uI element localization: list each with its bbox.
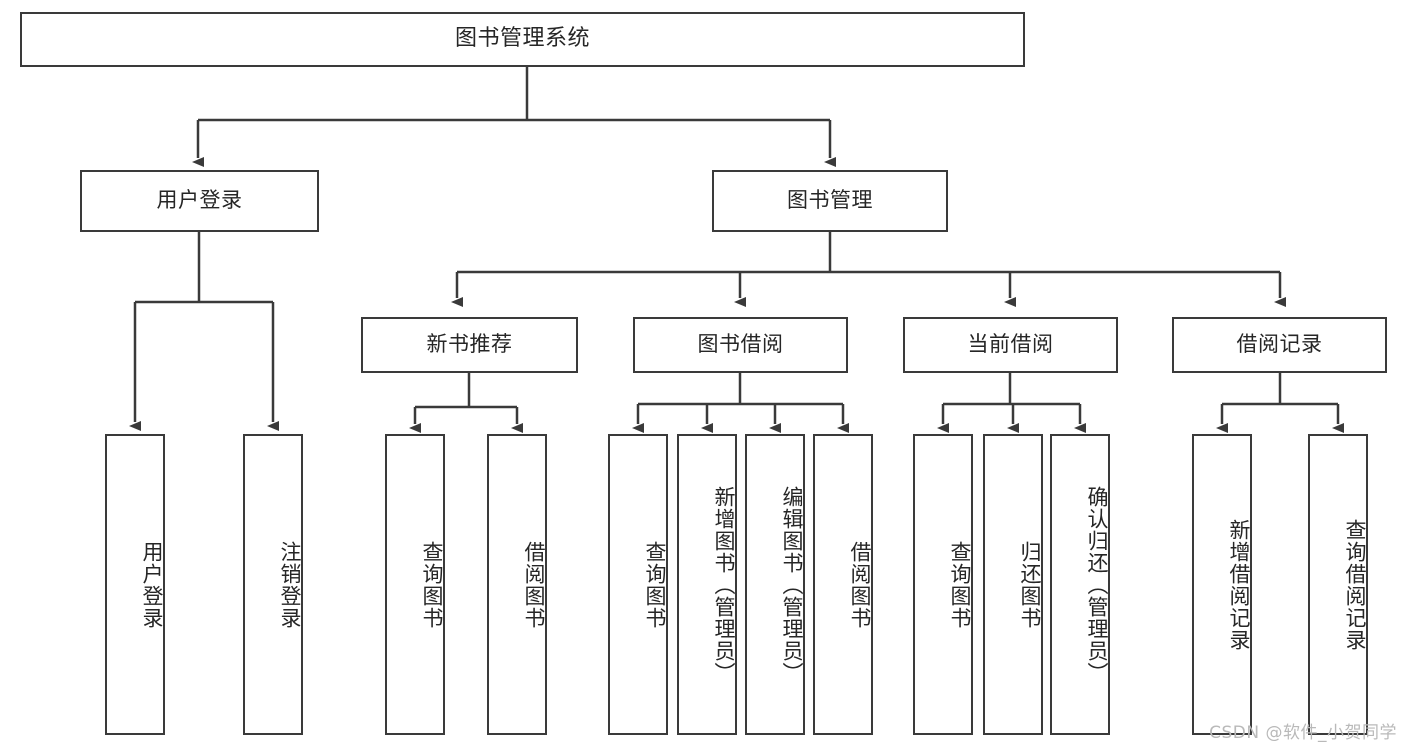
node-label: 用户登录 xyxy=(140,540,164,629)
node-label: 借阅图书 xyxy=(848,540,872,629)
node-label: 新书推荐 xyxy=(426,332,513,357)
node-leaf-edit-book[interactable]: 编辑图书（管理员） xyxy=(745,434,805,735)
node-leaf-query-book-1[interactable]: 查询图书 xyxy=(385,434,445,735)
node-label: 查询图书 xyxy=(948,540,972,629)
node-new-book-recommend[interactable]: 新书推荐 xyxy=(361,317,578,373)
node-label: 借阅记录 xyxy=(1236,332,1323,357)
node-book-borrow[interactable]: 图书借阅 xyxy=(633,317,848,373)
node-leaf-add-record[interactable]: 新增借阅记录 xyxy=(1192,434,1252,735)
node-leaf-query-book-3[interactable]: 查询图书 xyxy=(913,434,973,735)
node-label: 查询借阅记录 xyxy=(1343,518,1367,651)
node-leaf-borrow-book-1[interactable]: 借阅图书 xyxy=(487,434,547,735)
node-label: 注销登录 xyxy=(278,540,302,629)
node-label: 借阅图书 xyxy=(522,540,546,629)
node-current-borrow[interactable]: 当前借阅 xyxy=(903,317,1118,373)
node-label: 用户登录 xyxy=(156,188,243,213)
node-root-book-management-system[interactable]: 图书管理系统 xyxy=(20,12,1025,67)
node-leaf-add-book[interactable]: 新增图书（管理员） xyxy=(677,434,737,735)
node-label: 图书借阅 xyxy=(697,332,784,357)
node-label: 确认归还（管理员） xyxy=(1085,485,1109,684)
node-user-login[interactable]: 用户登录 xyxy=(80,170,319,232)
node-label: 图书管理 xyxy=(787,188,873,213)
node-leaf-logout-login[interactable]: 注销登录 xyxy=(243,434,303,735)
node-label: 查询图书 xyxy=(643,540,667,629)
node-leaf-return-book[interactable]: 归还图书 xyxy=(983,434,1043,735)
node-leaf-confirm-return[interactable]: 确认归还（管理员） xyxy=(1050,434,1110,735)
node-label: 归还图书 xyxy=(1018,540,1042,629)
node-label: 编辑图书（管理员） xyxy=(780,485,804,684)
node-label: 新增图书（管理员） xyxy=(712,485,736,684)
node-label: 图书管理系统 xyxy=(454,26,590,52)
node-leaf-user-login[interactable]: 用户登录 xyxy=(105,434,165,735)
node-label: 当前借阅 xyxy=(967,332,1054,357)
node-label: 查询图书 xyxy=(420,540,444,629)
node-borrow-record[interactable]: 借阅记录 xyxy=(1172,317,1387,373)
node-leaf-borrow-book-2[interactable]: 借阅图书 xyxy=(813,434,873,735)
node-leaf-query-record[interactable]: 查询借阅记录 xyxy=(1308,434,1368,735)
watermark-text: CSDN @软件_小贺同学 xyxy=(1209,723,1397,743)
node-book-management[interactable]: 图书管理 xyxy=(712,170,948,232)
node-leaf-query-book-2[interactable]: 查询图书 xyxy=(608,434,668,735)
node-label: 新增借阅记录 xyxy=(1227,518,1251,651)
